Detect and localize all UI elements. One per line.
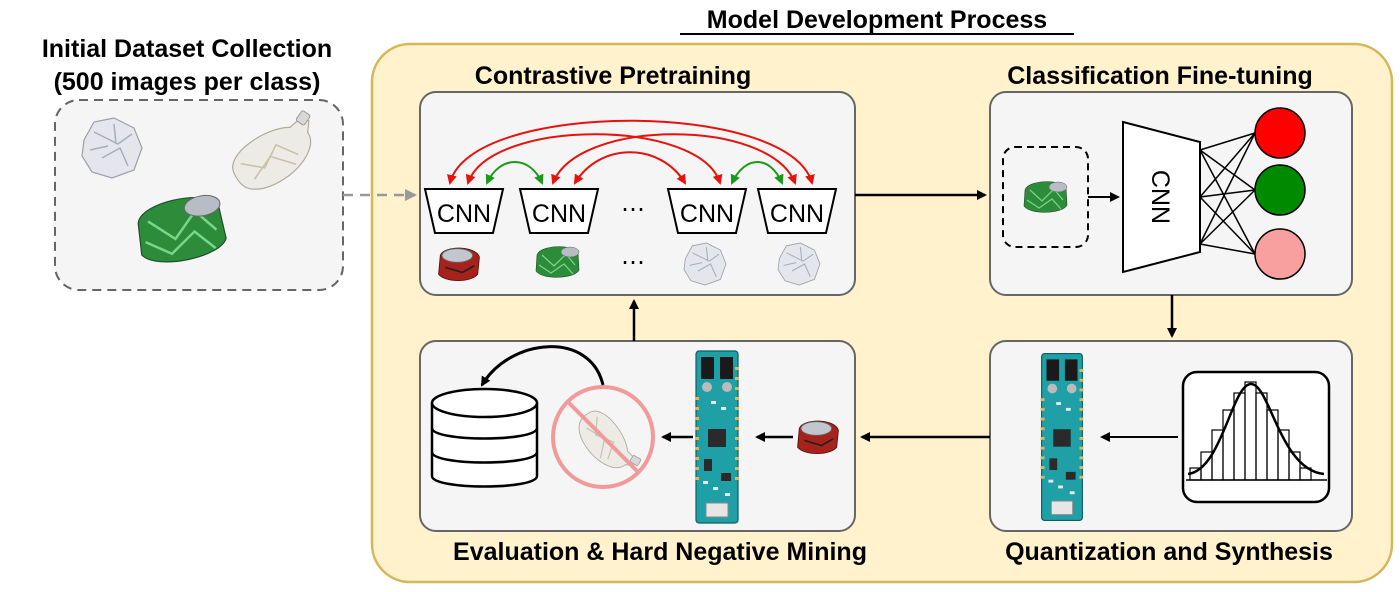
evaluation-box [419,340,856,532]
stage-title-evaluation: Evaluation & Hard Negative Mining [453,538,867,566]
stage-title-pretraining: Contrastive Pretraining [475,62,751,90]
ellipsis-bottom: ⋯ [621,249,645,276]
contrastive-negative-arrow [447,119,815,185]
cnn-label: CNN [770,200,824,228]
rejected-to-database-arrow [480,345,605,387]
cnn-block-4: CNN [756,188,838,234]
cnn-label: CNN [1146,170,1174,224]
output-node-red [1254,107,1306,159]
cnn-label: CNN [532,200,586,228]
contrastive-negative-arrow [551,133,797,185]
contrastive-negative-arrow [465,133,723,185]
contrastive-positive-arrow [730,161,784,185]
cnn-label: CNN [680,200,734,228]
output-node-green [1254,164,1306,216]
histogram-icon [1181,370,1331,504]
page-title: Model Development Process [707,6,1047,34]
cnn-label: CNN [437,200,491,228]
classifier-connections [1199,132,1256,255]
ellipsis-top: ⋯ [621,196,645,223]
crushed-can-icon [535,246,580,278]
crushed-can-icon [1023,181,1068,213]
microcontroller-board-icon [694,350,740,524]
crumpled-paper-icon [81,117,143,179]
database-icon [430,387,539,488]
contrastive-negative-arrow [573,151,687,185]
prohibited-icon [551,385,655,489]
output-node-pink [1254,228,1306,280]
stage-title-quantization: Quantization and Synthesis [1005,538,1333,566]
cnn-block-1: CNN [423,188,505,234]
microcontroller-board-icon [1040,352,1084,522]
crushed-can-icon [796,420,840,455]
crumpled-paper-icon [683,242,727,286]
stage-title-finetuning: Classification Fine-tuning [1007,62,1313,90]
dataset-title-line2: (500 images per class) [54,68,321,96]
cnn-block-3: CNN [666,188,748,234]
contrastive-positive-arrow [485,161,544,185]
crumpled-paper-icon [777,242,821,286]
dataset-title-line1: Initial Dataset Collection [42,35,332,63]
crushed-can-icon [437,247,481,282]
cnn-block-2: CNN [518,188,600,234]
cnn-classifier: CNN [1122,120,1201,274]
